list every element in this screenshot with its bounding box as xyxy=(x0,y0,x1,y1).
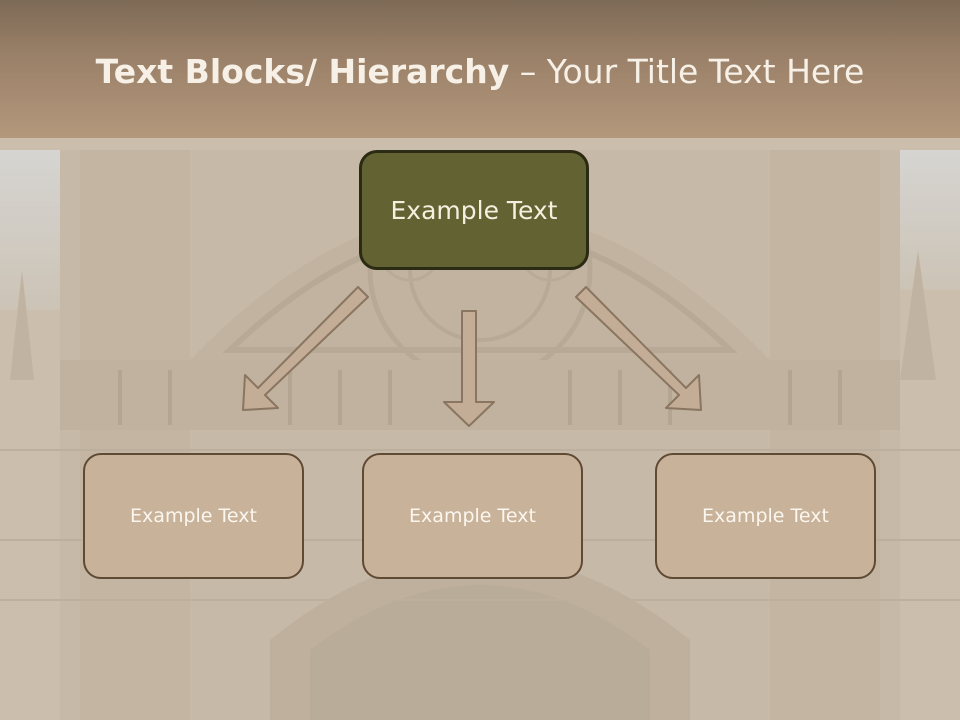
title-bold-part: Text Blocks/ Hierarchy xyxy=(95,52,510,91)
root-text-block[interactable]: Example Text xyxy=(359,150,589,270)
child-text-block-label: Example Text xyxy=(702,505,829,527)
title-regular-part: Your Title Text Here xyxy=(546,52,865,91)
title-bar xyxy=(0,0,960,138)
child-text-block-label: Example Text xyxy=(130,505,257,527)
child-text-block-left[interactable]: Example Text xyxy=(83,453,304,579)
child-text-block-label: Example Text xyxy=(409,505,536,527)
arrow-right xyxy=(575,286,702,411)
arrow-center xyxy=(443,310,495,427)
arrow-left xyxy=(242,286,369,411)
root-text-block-label: Example Text xyxy=(390,195,558,225)
slide-title: Text Blocks/ Hierarchy – Your Title Text… xyxy=(0,52,960,91)
child-text-block-right[interactable]: Example Text xyxy=(655,453,876,579)
child-text-block-center[interactable]: Example Text xyxy=(362,453,583,579)
title-separator: – xyxy=(509,52,547,91)
